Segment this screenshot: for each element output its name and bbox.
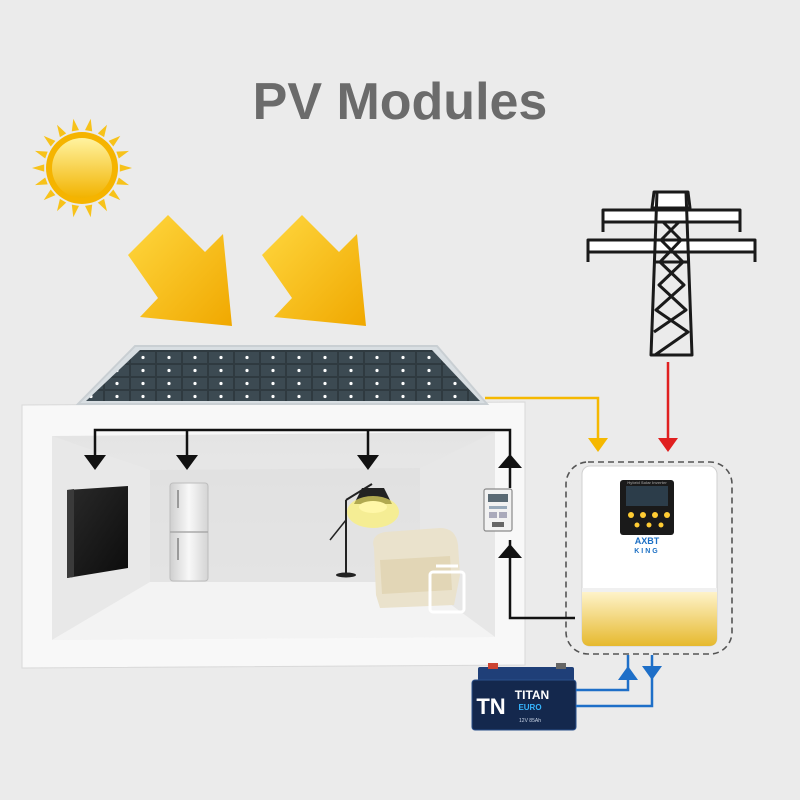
battery-sub: EURO bbox=[518, 703, 541, 712]
sun-ray bbox=[71, 118, 79, 132]
floor-lamp-icon bbox=[329, 483, 399, 578]
sun-ray bbox=[108, 135, 121, 147]
sun-ray bbox=[43, 189, 56, 201]
sun-ray bbox=[35, 177, 48, 186]
inverter-panel-text: Hybrid Solar Inverter bbox=[627, 480, 667, 485]
sun-ray bbox=[108, 189, 121, 201]
sun-icon bbox=[32, 118, 132, 218]
sunlight-arrow-icon bbox=[262, 215, 366, 326]
fridge-icon bbox=[169, 482, 209, 582]
sofa-icon bbox=[373, 528, 466, 614]
electric-meter-icon bbox=[483, 488, 513, 532]
load-connection-line bbox=[93, 428, 575, 620]
sun-ray bbox=[85, 204, 93, 218]
sun-ray bbox=[116, 150, 129, 159]
page-title: PV Modules bbox=[252, 73, 548, 131]
grid-connection-line bbox=[658, 362, 678, 452]
sun-ray bbox=[35, 150, 48, 159]
battery-arrows bbox=[618, 666, 662, 680]
inverter-brand-line2: KING bbox=[634, 548, 660, 555]
sun-ray bbox=[71, 204, 79, 218]
sun-ray bbox=[119, 164, 132, 172]
sunlight-arrow-icon bbox=[128, 215, 232, 326]
load-arrows bbox=[84, 454, 522, 558]
power-tower-icon bbox=[586, 190, 757, 357]
inverter-brand-line1: AXBT bbox=[635, 536, 660, 546]
battery-logo: TN bbox=[476, 694, 505, 719]
tv-icon bbox=[67, 486, 128, 578]
sun-ray bbox=[116, 177, 129, 186]
sun-ray bbox=[97, 124, 107, 138]
battery-spec: 12V 85Ah bbox=[519, 718, 541, 724]
solar-panel-icon bbox=[75, 345, 490, 405]
sun-ray bbox=[97, 198, 107, 212]
sun-ray bbox=[32, 164, 45, 172]
pv-connection-line bbox=[485, 396, 608, 452]
sun-ray bbox=[43, 135, 56, 147]
battery-connection-line bbox=[576, 655, 654, 708]
sun-ray bbox=[57, 124, 67, 138]
sun-ray bbox=[85, 118, 93, 132]
sun-ray bbox=[57, 198, 67, 212]
battery-brand: TITAN bbox=[515, 688, 549, 702]
battery-icon: TN TITAN EURO 12V 85Ah bbox=[471, 663, 577, 731]
inverter-icon: Hybrid Solar Inverter AXBT KING bbox=[565, 461, 733, 655]
